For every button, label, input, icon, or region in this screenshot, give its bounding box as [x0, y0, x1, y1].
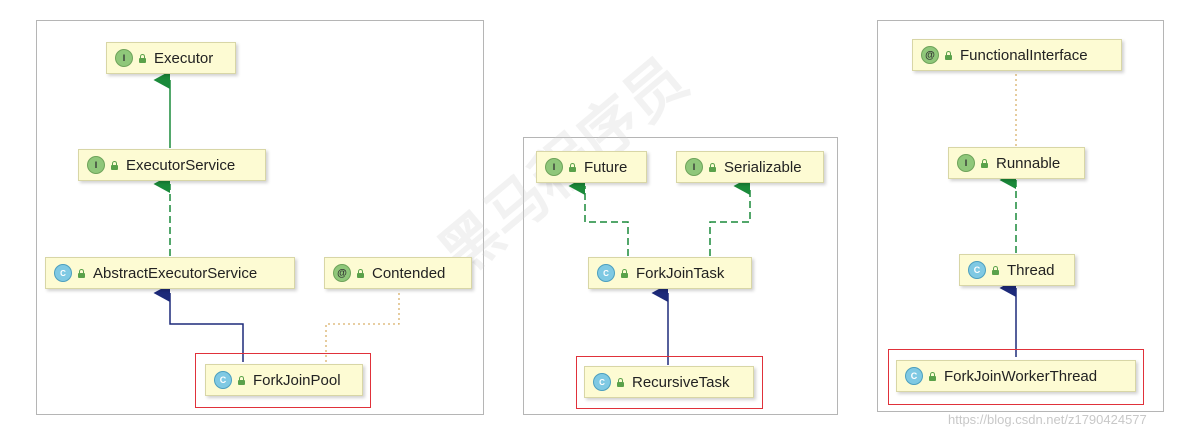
- node-label: AbstractExecutorService: [93, 264, 258, 282]
- class-icon: C: [968, 261, 986, 279]
- highlight-forkjoinworkerthread: [888, 349, 1144, 405]
- interface-icon: I: [87, 156, 105, 174]
- url-watermark: https://blog.csdn.net/z1790424577: [948, 412, 1147, 427]
- node-executorservice[interactable]: I ExecutorService: [78, 149, 266, 181]
- node-executor[interactable]: I Executor: [106, 42, 236, 74]
- lock-icon: [356, 268, 365, 278]
- edge-forkjointask-serializable: [709, 177, 751, 256]
- lock-icon: [138, 53, 147, 63]
- highlight-recursivetask: [576, 356, 763, 409]
- node-label: Contended: [372, 264, 446, 282]
- left-diagram-panel: [36, 20, 484, 415]
- node-contended[interactable]: @ Contended: [324, 257, 472, 289]
- lock-icon: [708, 162, 717, 172]
- abstract-class-icon: C: [597, 264, 615, 282]
- lock-icon: [944, 50, 953, 60]
- lock-icon: [616, 377, 625, 387]
- node-label: ForkJoinPool: [253, 371, 341, 389]
- node-forkjoinpool[interactable]: C ForkJoinPool: [205, 364, 363, 396]
- lock-icon: [980, 158, 989, 168]
- node-label: ForkJoinTask: [636, 264, 725, 282]
- annotation-icon: @: [333, 264, 351, 282]
- interface-icon: I: [685, 158, 703, 176]
- node-label: FunctionalInterface: [960, 46, 1088, 64]
- lock-icon: [77, 268, 86, 278]
- lock-icon: [237, 375, 246, 385]
- node-label: Runnable: [996, 154, 1061, 172]
- interface-icon: I: [545, 158, 563, 176]
- lock-icon: [991, 265, 1000, 275]
- node-abstractexecutorservice[interactable]: C AbstractExecutorService: [45, 257, 295, 289]
- edge-forkjointask-future: [568, 177, 629, 256]
- node-forkjoinworkerthread[interactable]: C ForkJoinWorkerThread: [896, 360, 1136, 392]
- node-label: Serializable: [724, 158, 802, 176]
- node-label: Executor: [154, 49, 214, 67]
- class-icon: C: [214, 371, 232, 389]
- lock-icon: [568, 162, 577, 172]
- node-serializable[interactable]: I Serializable: [676, 151, 824, 183]
- node-label: ForkJoinWorkerThread: [944, 367, 1098, 385]
- node-label: RecursiveTask: [632, 373, 730, 391]
- node-functionalinterface[interactable]: @ FunctionalInterface: [912, 39, 1122, 71]
- interface-icon: I: [115, 49, 133, 67]
- node-label: Future: [584, 158, 628, 176]
- lock-icon: [110, 160, 119, 170]
- interface-icon: I: [957, 154, 975, 172]
- edge-forkjoinpool-abstract: [153, 284, 244, 362]
- node-forkjointask[interactable]: C ForkJoinTask: [588, 257, 752, 289]
- highlight-forkjoinpool: [195, 353, 371, 408]
- abstract-class-icon: C: [54, 264, 72, 282]
- node-label: ExecutorService: [126, 156, 236, 174]
- node-runnable[interactable]: I Runnable: [948, 147, 1085, 179]
- edge-forkjoinpool-contended: [325, 292, 400, 362]
- lock-icon: [620, 268, 629, 278]
- node-recursivetask[interactable]: C RecursiveTask: [584, 366, 754, 398]
- abstract-class-icon: C: [593, 373, 611, 391]
- right-diagram-panel: [877, 20, 1164, 412]
- class-icon: C: [905, 367, 923, 385]
- lock-icon: [928, 371, 937, 381]
- annotation-icon: @: [921, 46, 939, 64]
- node-label: Thread: [1007, 261, 1055, 279]
- node-thread[interactable]: C Thread: [959, 254, 1075, 286]
- node-future[interactable]: I Future: [536, 151, 647, 183]
